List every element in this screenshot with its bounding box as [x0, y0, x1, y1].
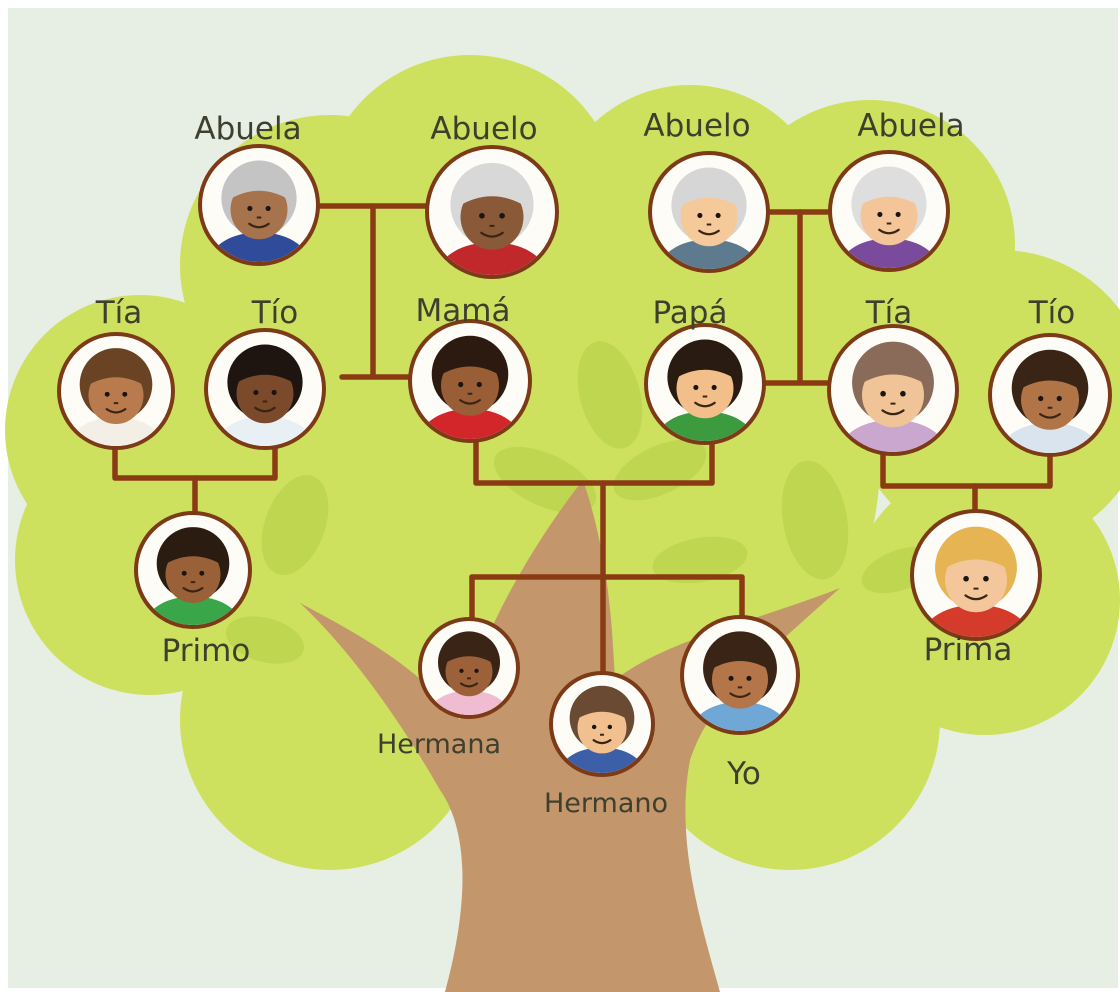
label-tia-paterna: Tía: [865, 295, 913, 331]
father-avatar-icon: [644, 323, 766, 445]
mother-avatar-icon: [408, 319, 532, 443]
uncle-avatar-icon: [204, 328, 326, 450]
label-tio-paterno: Tío: [1028, 295, 1076, 331]
brother-avatar-icon: [549, 671, 655, 777]
label-mama: Mamá: [416, 293, 511, 329]
cousin-girl-avatar-icon: [910, 509, 1042, 641]
label-papa: Papá: [653, 295, 728, 331]
label-abuela-paterna: Abuela: [857, 108, 964, 144]
label-hermano: Hermano: [544, 788, 668, 819]
sister-avatar-icon: [418, 617, 520, 719]
grandfather-avatar-icon: [648, 151, 770, 273]
uncle-avatar-icon: [988, 333, 1112, 457]
label-abuela-materna: Abuela: [194, 111, 301, 147]
label-abuelo-materno: Abuelo: [430, 111, 537, 147]
label-primo: Primo: [162, 633, 251, 669]
label-tio-materno: Tío: [251, 295, 299, 331]
aunt-avatar-icon: [827, 324, 959, 456]
grandmother-avatar-icon: [198, 144, 320, 266]
label-abuelo-paterno: Abuelo: [643, 108, 750, 144]
label-hermana: Hermana: [377, 729, 501, 760]
member-labels: Abuela Abuelo Abuelo Abuela Tía Tío Mamá…: [95, 108, 1076, 819]
label-prima: Prima: [924, 632, 1013, 668]
grandmother-avatar-icon: [828, 150, 950, 272]
cousin-boy-avatar-icon: [134, 511, 252, 629]
family-connectors: [112, 203, 1053, 678]
grandfather-avatar-icon: [425, 145, 559, 279]
aunt-avatar-icon: [57, 332, 175, 450]
label-tia-materna: Tía: [95, 295, 143, 331]
label-yo: Yo: [726, 756, 761, 792]
family-members: [57, 144, 1112, 777]
me-avatar-icon: [680, 615, 800, 735]
